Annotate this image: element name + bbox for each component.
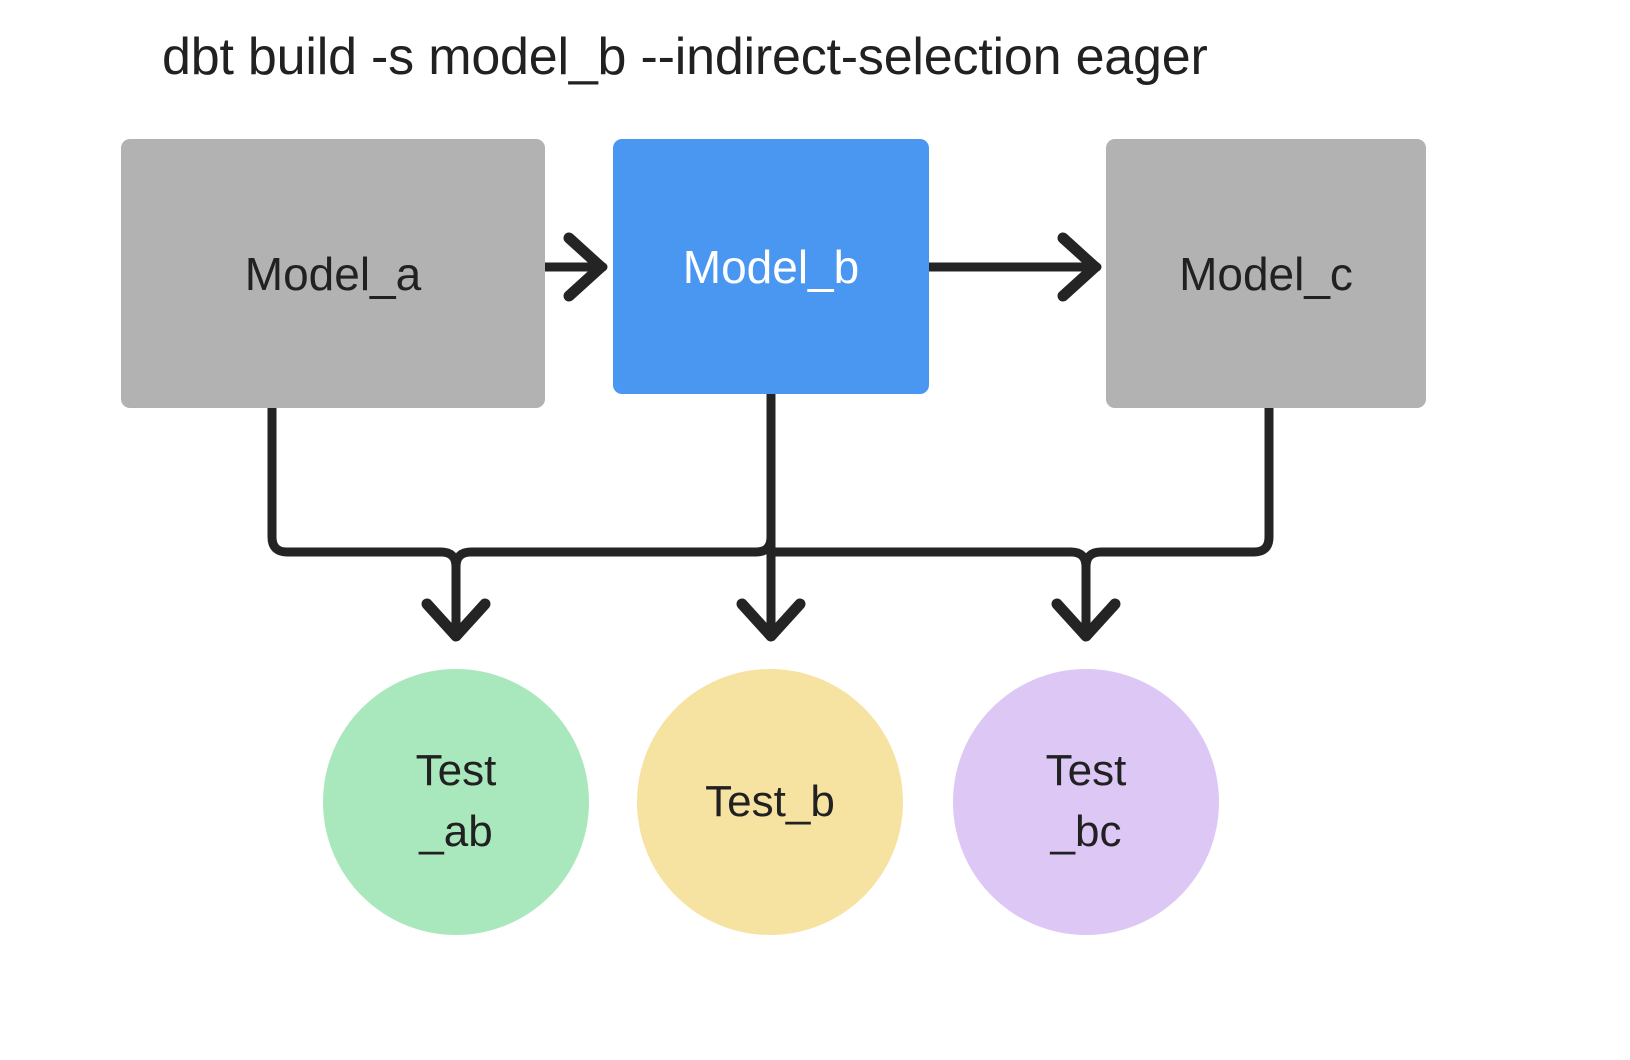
node-test-ab-label-line2: _ab — [419, 807, 493, 856]
node-model-b-label: Model_b — [682, 240, 860, 293]
edge-model-a-to-test-ab — [267, 403, 491, 642]
node-model-a-label: Model_a — [244, 247, 422, 300]
node-model-c[interactable]: Model_c — [1106, 139, 1426, 408]
node-model-a[interactable]: Model_a — [121, 139, 545, 408]
node-test-bc[interactable]: Test _bc — [953, 669, 1219, 935]
edge-model-b-to-test-ab — [451, 389, 776, 572]
edge-model-b-to-model-c — [924, 232, 1102, 302]
node-model-b[interactable]: Model_b — [613, 139, 929, 394]
node-test-ab-label-line1: Test — [415, 746, 497, 796]
diagram-title: dbt build -s model_b --indirect-selectio… — [162, 28, 1208, 86]
node-test-b[interactable]: Test_b — [637, 669, 903, 935]
node-test-bc-label-line1: Test — [1045, 746, 1127, 796]
edge-model-c-to-test-bc — [1081, 403, 1274, 572]
edge-model-b-to-test-bc — [766, 547, 1121, 642]
node-test-bc-label-line2: _bc — [1050, 807, 1122, 856]
node-test-ab[interactable]: Test _ab — [323, 669, 589, 935]
edge-model-b-to-test-b — [736, 389, 806, 642]
node-test-b-label-line1: Test_b — [705, 776, 835, 826]
node-model-c-label: Model_c — [1179, 247, 1353, 300]
